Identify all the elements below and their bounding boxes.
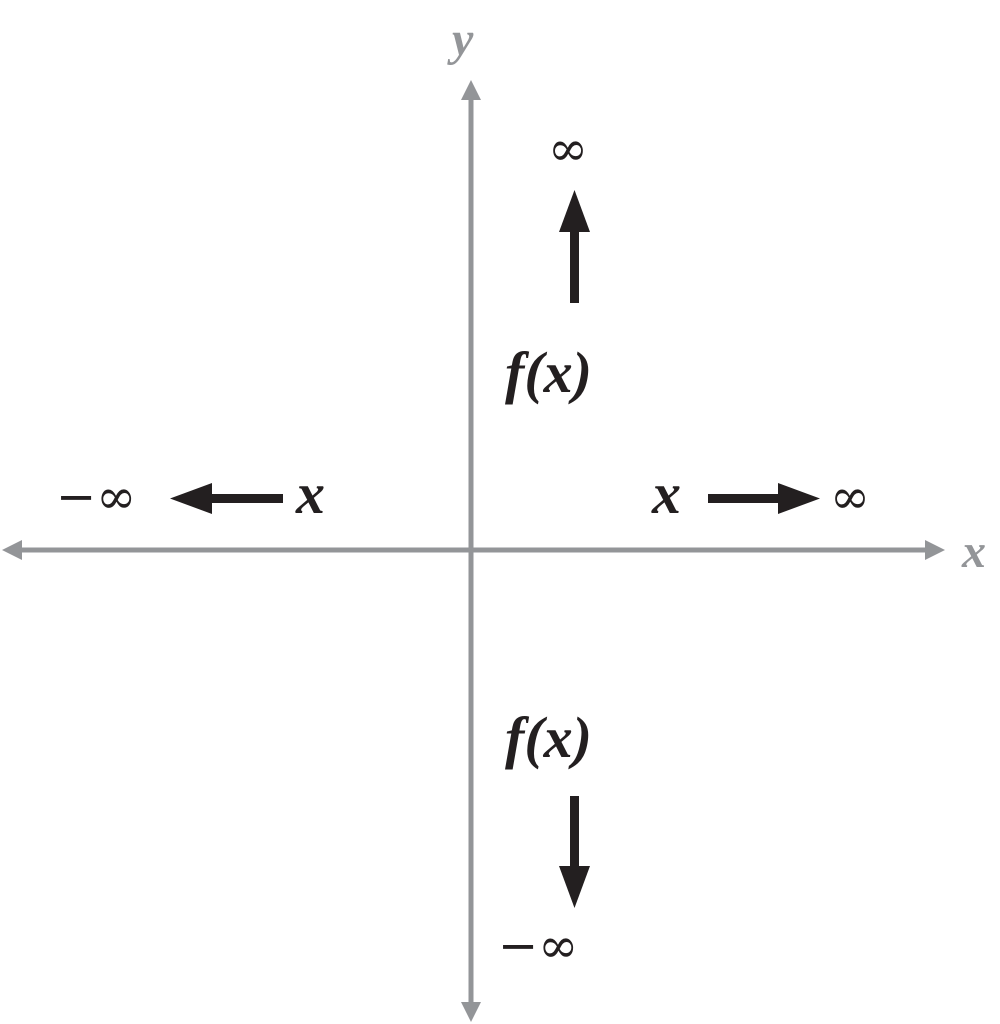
right-arrow-shaft — [708, 494, 788, 503]
up-arrow-icon — [559, 190, 590, 232]
top-fx-label: f(x) — [505, 340, 592, 405]
right-arrow-icon — [778, 483, 820, 514]
left-neg-infinity-label: −∞ — [56, 469, 136, 525]
y-axis-top-arrowhead — [461, 80, 481, 100]
bottom-fx-label: f(x) — [505, 705, 592, 770]
left-x-label: x — [295, 461, 325, 526]
left-arrow-shaft — [205, 494, 283, 503]
y-axis-label: y — [447, 13, 474, 66]
right-infinity-label: ∞ — [830, 469, 870, 525]
bottom-neg-infinity-label: −∞ — [498, 918, 578, 974]
down-arrow-icon — [559, 866, 590, 908]
up-arrow-shaft — [570, 225, 579, 303]
x-axis-label: x — [961, 525, 986, 578]
y-axis-bottom-arrowhead — [461, 1002, 481, 1022]
top-infinity-label: ∞ — [548, 121, 588, 177]
left-arrow-icon — [170, 483, 212, 514]
down-arrow-shaft — [570, 796, 579, 874]
x-axis-right-arrowhead — [925, 540, 945, 560]
x-axis-left-arrowhead — [2, 540, 22, 560]
right-x-label: x — [651, 461, 681, 526]
